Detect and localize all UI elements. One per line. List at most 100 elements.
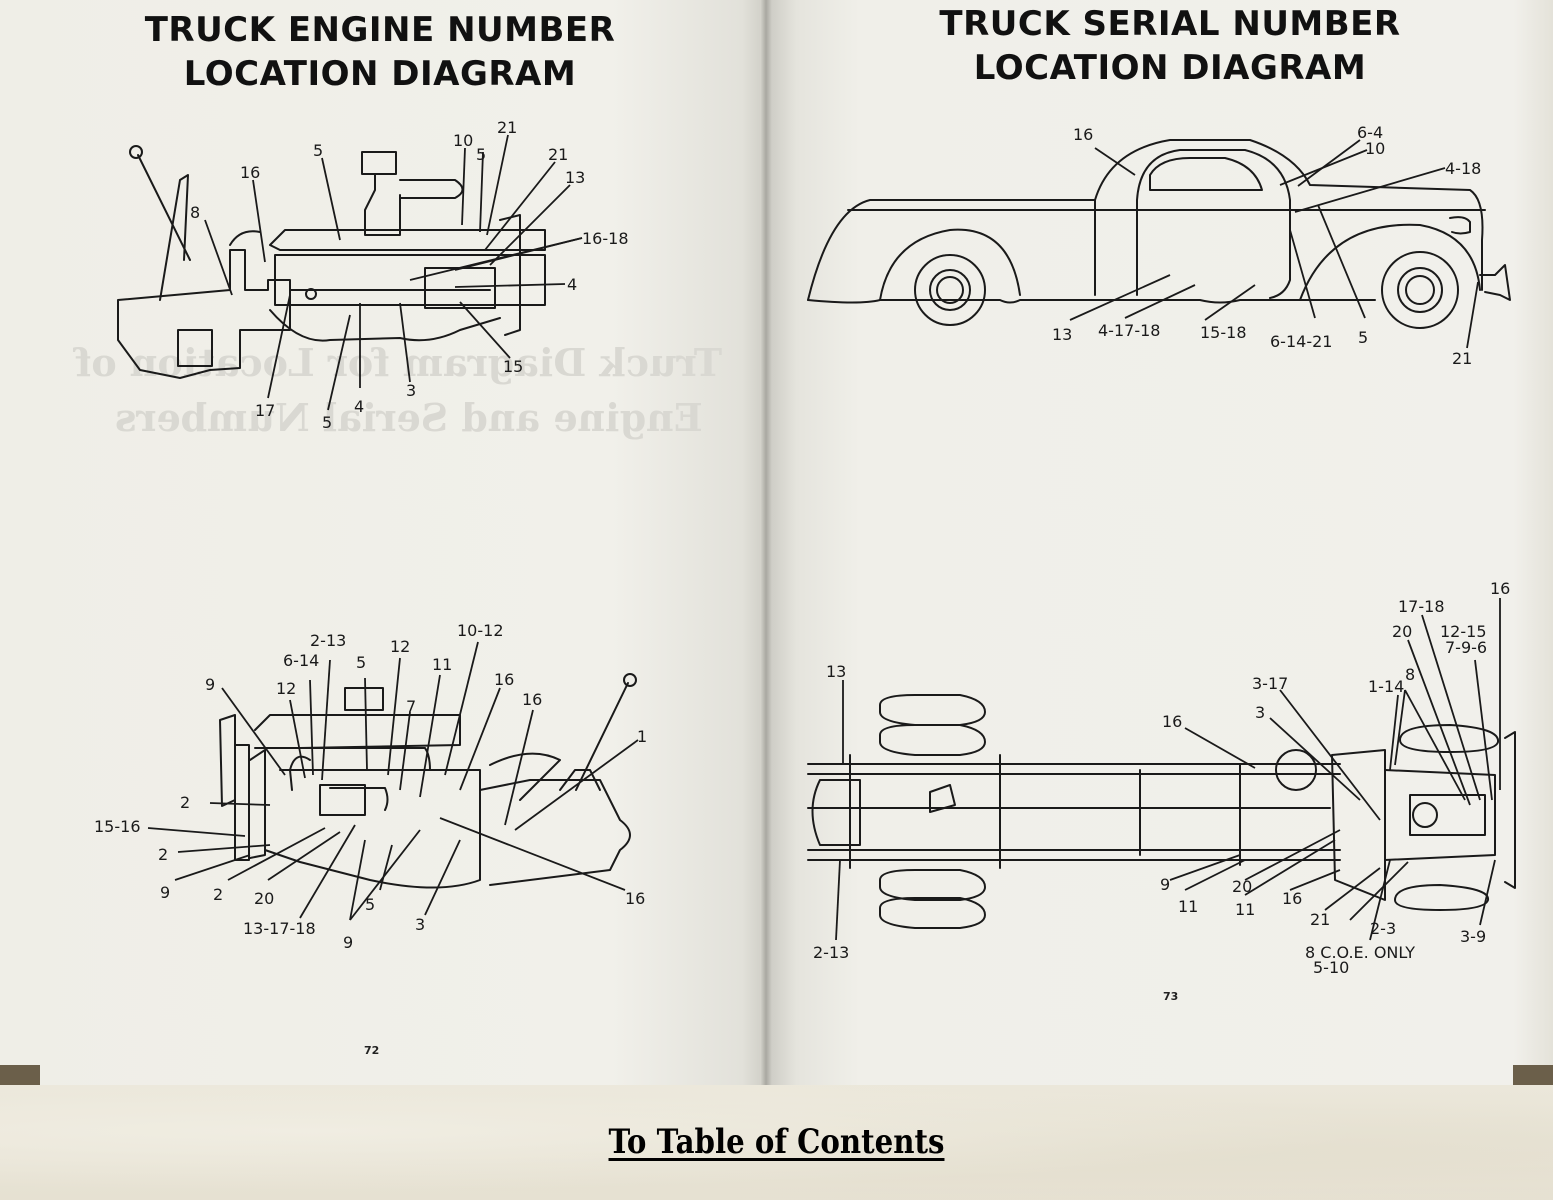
callout-label: 2 [213,885,223,904]
chassis-callouts: 16 17-18 20 12-15 7-9-6 13 3-17 1-14 8 1… [813,579,1510,977]
callout-label: 4-18 [1445,159,1481,178]
callout-label: 16 [522,690,542,709]
callout-label: 21 [497,118,517,137]
callout-label: 20 [1392,622,1412,641]
callout-label: 16 [1162,712,1182,731]
callout-label: 13-17-18 [243,919,316,938]
callout-label: 9 [205,675,215,694]
engine-bottom-leaders [147,641,639,921]
callout-label: 10 [1365,139,1385,158]
callout-label: 21 [548,145,568,164]
bottom-engine-diagram: 2-13 12 10-12 6-14 5 11 9 12 16 7 16 1 2… [94,621,647,952]
chassis-leaders [835,598,1501,941]
callout-label: 2-13 [813,943,849,962]
callout-label: 6-14-21 [1270,332,1332,351]
callout-label: 9 [1160,875,1170,894]
callout-label: 16 [240,163,260,182]
callout-label: 17-18 [1398,597,1445,616]
callout-label: 12 [390,637,410,656]
callout-label: 4 [567,275,577,294]
callout-label: 3 [406,381,416,400]
book-spread: Truck Diagram for Location of Engine and… [0,0,1553,1085]
callout-label: 6-14 [283,651,319,670]
book-gutter [760,0,772,1085]
callout-label: 11 [1235,900,1255,919]
engine-diagram-title: TRUCK ENGINE NUMBER LOCATION DIAGRAM [60,8,700,96]
callout-label: 1-14 [1368,677,1404,696]
callout-label: 2 [180,793,190,812]
title-line-2: LOCATION DIAGRAM [973,48,1367,88]
callout-label: 11 [432,655,452,674]
callout-label: 3 [415,915,425,934]
callout-label: 4-17-18 [1098,321,1160,340]
truck-side-callouts: 16 6-4 10 4-18 13 4-17-18 15-18 6-14-21 … [1052,123,1481,368]
callout-label: 8 [190,203,200,222]
callout-label: 2-3 [1370,919,1396,938]
table-of-contents-link[interactable]: To Table of Contents [608,1122,945,1162]
chassis-top-diagram: 16 17-18 20 12-15 7-9-6 13 3-17 1-14 8 1… [807,579,1516,977]
engine-drawing [219,673,637,889]
callout-label: 20 [254,889,274,908]
callout-label: 13 [826,662,846,681]
callout-label: 16 [1073,125,1093,144]
callout-label: 10-12 [457,621,504,640]
callout-label: 5 [356,653,366,672]
callout-label: 9 [343,933,353,952]
callout-label: 7 [406,697,416,716]
title-line-1: TRUCK ENGINE NUMBER [144,10,616,50]
callout-label: 16-18 [582,229,629,248]
engine-top-callouts: 5 16 8 10 5 21 21 13 16-18 4 15 3 4 5 17 [190,118,629,432]
title-line-1: TRUCK SERIAL NUMBER [939,4,1401,44]
callout-label: 10 [453,131,473,150]
chassis-drawing [807,694,1516,929]
callout-label: 9 [160,883,170,902]
callout-label: 15 [503,357,523,376]
callout-label: 12-15 [1440,622,1487,641]
engine-drawing [117,145,546,379]
callout-label: 3-17 [1252,674,1288,693]
page-corner-right [1513,1065,1553,1085]
callout-label: 13 [1052,325,1072,344]
callout-label: 16 [1282,889,1302,908]
callout-label: 11 [1178,897,1198,916]
engine-top-leaders [204,134,583,411]
callout-label: 8 [1405,665,1415,684]
right-page [765,0,1553,1085]
page-corner-left [0,1065,40,1085]
callout-label: 15-18 [1200,323,1247,342]
page-number-left: 72 [364,1044,380,1057]
callout-label: 4 [354,397,364,416]
callout-label: 2-13 [310,631,346,650]
callout-label: 1 [637,727,647,746]
callout-label: 5 [322,413,332,432]
callout-label: 7-9-6 [1445,638,1487,657]
truck-drawing [807,139,1511,329]
callout-label: 21 [1452,349,1472,368]
top-engine-diagram: 5 16 8 10 5 21 21 13 16-18 4 15 3 4 5 17 [117,118,629,432]
page-number-right: 73 [1163,990,1179,1003]
footer-bar [0,1085,1553,1200]
callout-label: 3 [1255,703,1265,722]
callout-label: 2 [158,845,168,864]
callout-label: 3-9 [1460,927,1486,946]
title-line-2: LOCATION DIAGRAM [183,54,577,94]
callout-label: 16 [625,889,645,908]
callout-label: 5-10 [1313,958,1349,977]
callout-label: 13 [565,168,585,187]
callout-label: 6-4 [1357,123,1383,142]
left-page [0,0,765,1085]
truck-side-leaders [1069,139,1479,349]
callout-label: 12 [276,679,296,698]
serial-diagram-title: TRUCK SERIAL NUMBER LOCATION DIAGRAM [840,2,1500,90]
callout-label: 5 [313,141,323,160]
callout-label: 5 [476,145,486,164]
truck-side-diagram: 16 6-4 10 4-18 13 4-17-18 15-18 6-14-21 … [807,123,1511,368]
callout-label: 20 [1232,877,1252,896]
callout-label: 16 [1490,579,1510,598]
callout-label: 15-16 [94,817,141,836]
callout-label: 16 [494,670,514,689]
callout-label: 21 [1310,910,1330,929]
engine-bottom-callouts: 2-13 12 10-12 6-14 5 11 9 12 16 7 16 1 2… [94,621,647,952]
callout-label: 5 [1358,328,1368,347]
callout-label: 17 [255,401,275,420]
